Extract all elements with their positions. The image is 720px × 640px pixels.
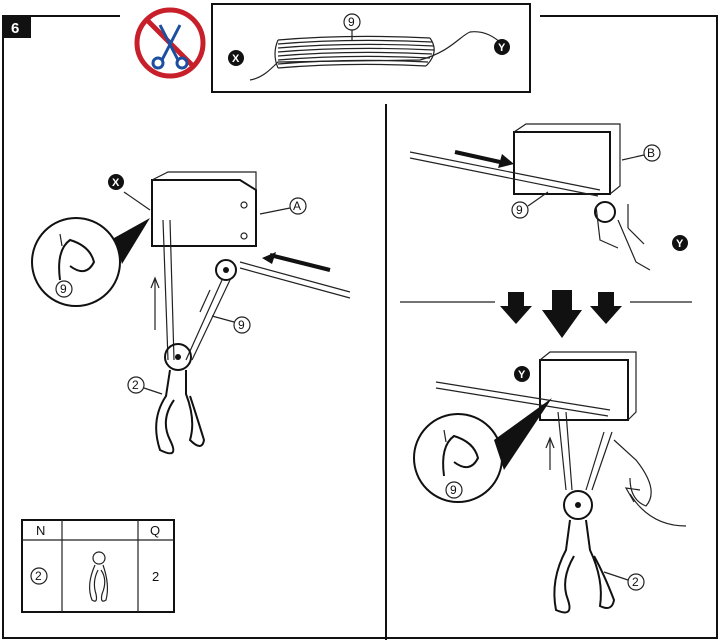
no-scissors-icon xyxy=(134,7,206,79)
cord-part-number: 9 xyxy=(348,15,355,29)
right-bottom-assembly: Y 2 9 xyxy=(413,351,687,614)
cord-panel: 9 X Y xyxy=(211,3,531,93)
table-row-qty: 2 xyxy=(152,569,159,584)
bracket-a-label: A xyxy=(293,199,301,213)
bracket-a xyxy=(151,179,257,247)
right-bottom-end-y-label: Y xyxy=(518,369,526,381)
table-header-n: N xyxy=(36,523,45,538)
table-header-q: Q xyxy=(150,523,160,538)
right-top-end-y-label: Y xyxy=(676,238,684,250)
right-top-assembly: B 9 Y xyxy=(409,123,688,271)
hook-part-icon xyxy=(89,551,109,602)
left-inset-cord-label: 9 xyxy=(60,282,67,296)
end-x-label: X xyxy=(232,53,240,65)
end-y-badge xyxy=(494,39,510,55)
table-row-part: 2 xyxy=(35,569,42,583)
right-hook-label: 2 xyxy=(632,575,639,589)
end-y-label: Y xyxy=(498,42,506,54)
step-number: 6 xyxy=(11,20,19,37)
left-hook-label: 2 xyxy=(132,378,139,392)
right-inset-cord-label: 9 xyxy=(450,483,457,497)
outer-frame xyxy=(2,15,718,639)
left-cord-label: 9 xyxy=(238,318,245,332)
bracket-b-label: B xyxy=(647,146,655,160)
next-step-arrows xyxy=(400,290,692,338)
parts-table: N Q 2 2 xyxy=(21,519,175,613)
left-end-x-label: X xyxy=(112,177,120,189)
right-knot-inset xyxy=(413,413,503,503)
end-x-badge xyxy=(228,50,244,66)
left-assembly: X A 9 2 9 xyxy=(31,171,351,455)
coiled-cord xyxy=(274,35,435,69)
step-badge: 6 xyxy=(3,16,31,38)
right-top-cord-label: 9 xyxy=(516,203,523,217)
left-knot-inset xyxy=(31,217,121,307)
